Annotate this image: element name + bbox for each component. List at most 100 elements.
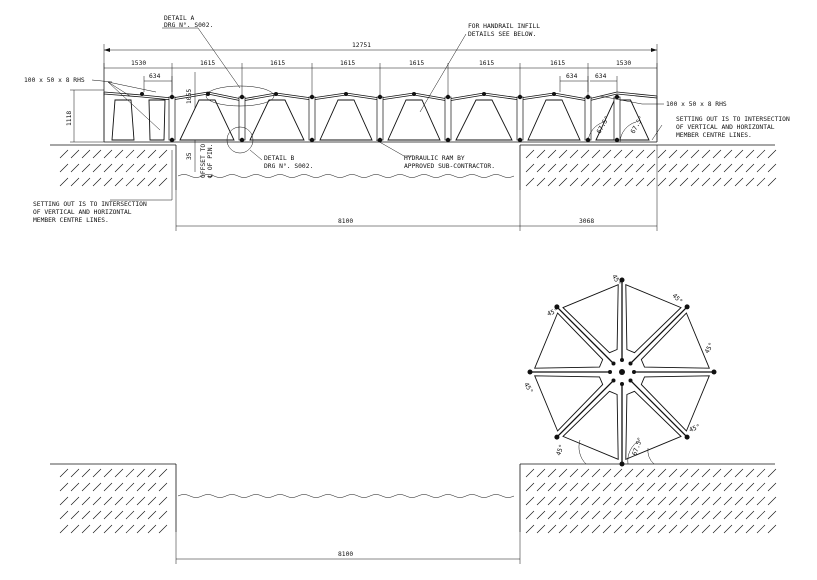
ground-hatch [635, 163, 645, 173]
rolled-ram [556, 306, 614, 364]
pin-joint [412, 92, 416, 96]
ground-hatch [103, 524, 113, 534]
ground-hatch [657, 468, 667, 478]
ground-hatch [547, 163, 557, 173]
ground-hatch [580, 482, 590, 492]
bottom-span-dimension: 8100 [175, 532, 521, 564]
ground-hatch [158, 524, 168, 534]
ground-hatch [114, 149, 124, 159]
rolled-panel [625, 284, 682, 354]
ground-hatch [125, 163, 135, 173]
ground-hatch [59, 468, 69, 478]
ground-hatch [624, 468, 634, 478]
ground-hatch [646, 177, 656, 187]
ground-hatch [668, 524, 678, 534]
ground-hatch [602, 468, 612, 478]
rolled-pin [620, 382, 624, 386]
ground-hatch [81, 482, 91, 492]
ground-hatch [147, 510, 157, 520]
ground-hatch [536, 149, 546, 159]
detail-a-ellipse [205, 85, 275, 107]
ground-hatch [569, 482, 579, 492]
rolled-pin [608, 370, 612, 374]
ground-hatch [690, 524, 700, 534]
ground-hatch [624, 496, 634, 506]
ground-hatch [158, 468, 168, 478]
ground-hatch [591, 468, 601, 478]
ground-hatch [103, 482, 113, 492]
rolled-ram [630, 306, 688, 364]
segment-dim-1: 1530 [131, 60, 146, 67]
ground-hatch [580, 177, 590, 187]
rolled-panel [625, 390, 682, 460]
ground-hatch [734, 496, 744, 506]
ground-hatch [525, 524, 535, 534]
ground-hatch [136, 482, 146, 492]
ground-hatch [591, 482, 601, 492]
span-dim-label: 8100 [338, 218, 353, 225]
ground-hatch [767, 510, 777, 520]
ground-hatch [547, 524, 557, 534]
rhs-left-label: 100 x 50 x 8 RHS [24, 77, 85, 84]
ground-hatch [525, 496, 535, 506]
ground-hatch [767, 149, 777, 159]
ground-hatch [657, 163, 667, 173]
ground-hatch [602, 524, 612, 534]
ground-hatch [613, 524, 623, 534]
ground-hatch [756, 524, 766, 534]
truss-panel [111, 99, 135, 141]
rolled-pin [554, 304, 560, 310]
ground-hatch [569, 496, 579, 506]
ground-hatch [602, 510, 612, 520]
ground-hatch [712, 163, 722, 173]
ground-hatch [701, 524, 711, 534]
segment-dim-5: 1615 [409, 60, 424, 67]
rolled-panel [534, 312, 604, 369]
bottom-dimensions: 8100 3068 [175, 145, 658, 231]
rolled-angle-5: 45° [546, 306, 559, 317]
ground-hatch [114, 510, 124, 520]
ground-hatch [158, 510, 168, 520]
ground-hatch [734, 177, 744, 187]
rolled-bridge-octagon [527, 277, 717, 467]
ground-hatch [624, 177, 634, 187]
ground-hatch [59, 177, 69, 187]
ground-hatch [81, 468, 91, 478]
ground-hatch [114, 468, 124, 478]
ground-hatch [70, 468, 80, 478]
ground-hatch [92, 149, 102, 159]
ground-hatch [734, 524, 744, 534]
ground-hatch [613, 163, 623, 173]
height-dimensions: 1118 1055 35 OFFSET TO ℄ OF PIN. [66, 72, 214, 179]
ground-hatch [114, 163, 124, 173]
truss-panel [148, 99, 166, 141]
ground-hatch [613, 482, 623, 492]
ground-hatch [745, 177, 755, 187]
ground-hatch [136, 496, 146, 506]
ground-hatch [547, 149, 557, 159]
ground-hatch [767, 163, 777, 173]
ground-hatch [668, 496, 678, 506]
ground-hatch [547, 510, 557, 520]
detail-a-ref: DRG N°. S002. [164, 21, 213, 29]
ground-hatch [745, 468, 755, 478]
ground-hatch [536, 163, 546, 173]
pin-joint [169, 94, 175, 100]
rolled-pin [684, 304, 690, 310]
rolled-pin [554, 434, 560, 440]
ground-hatch [92, 468, 102, 478]
ground-hatch [103, 163, 113, 173]
ground-hatch [591, 524, 601, 534]
ground-hatch [712, 496, 722, 506]
truss-panel [179, 99, 235, 141]
ground-hatch [114, 482, 124, 492]
ground-hatch [690, 149, 700, 159]
rolled-up-view: 8100 45° 45° 45° 45° 45° 45° 45° 67.5° [50, 273, 777, 564]
ground-hatch [701, 468, 711, 478]
ground-hatch [147, 496, 157, 506]
offset-note-2: ℄ OF PIN. [207, 144, 214, 179]
ground-hatch [92, 496, 102, 506]
pin-joint [445, 137, 451, 143]
rolled-angle-6: 45° [522, 381, 535, 395]
bottom-span-label: 8100 [338, 551, 353, 558]
